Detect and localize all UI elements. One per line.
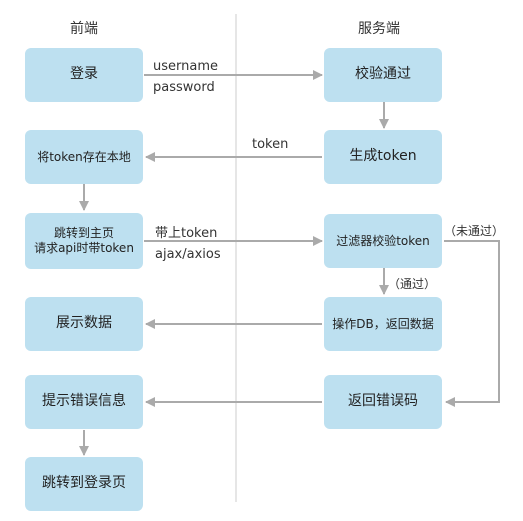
with-token-label: 带上token xyxy=(155,226,218,241)
display-data-box: 展示数据 xyxy=(25,297,143,351)
ajax-label: ajax/axios xyxy=(155,247,221,262)
passed-label: （通过） xyxy=(388,277,437,291)
db-return-box: 操作DB，返回数据 xyxy=(324,297,442,351)
show-error-box: 提示错误信息 xyxy=(25,375,143,429)
store-token-box: 将token存在本地 xyxy=(25,130,143,184)
login-box: 登录 xyxy=(25,48,143,102)
home-request-line1: 跳转到主页 xyxy=(53,226,114,240)
frontend-header: 前端 xyxy=(70,21,98,37)
verify-passed-box: 校验通过 xyxy=(324,48,442,102)
not-passed-label: （未通过） xyxy=(444,224,505,238)
token-label: token xyxy=(252,137,289,152)
goto-login-page-box: 跳转到登录页 xyxy=(25,457,143,511)
generate-token-box: 生成token xyxy=(324,130,442,184)
server-header: 服务端 xyxy=(358,21,400,37)
return-error-code-box: 返回错误码 xyxy=(324,375,442,429)
username-label: username xyxy=(153,59,218,74)
arrow-filter-to-error xyxy=(444,240,500,407)
home-request-line2: 请求api时带token xyxy=(34,241,134,255)
password-label: password xyxy=(153,80,215,95)
filter-verify-box: 过滤器校验token xyxy=(324,214,442,268)
home-request-box: 跳转到主页 请求api时带token xyxy=(25,213,143,269)
